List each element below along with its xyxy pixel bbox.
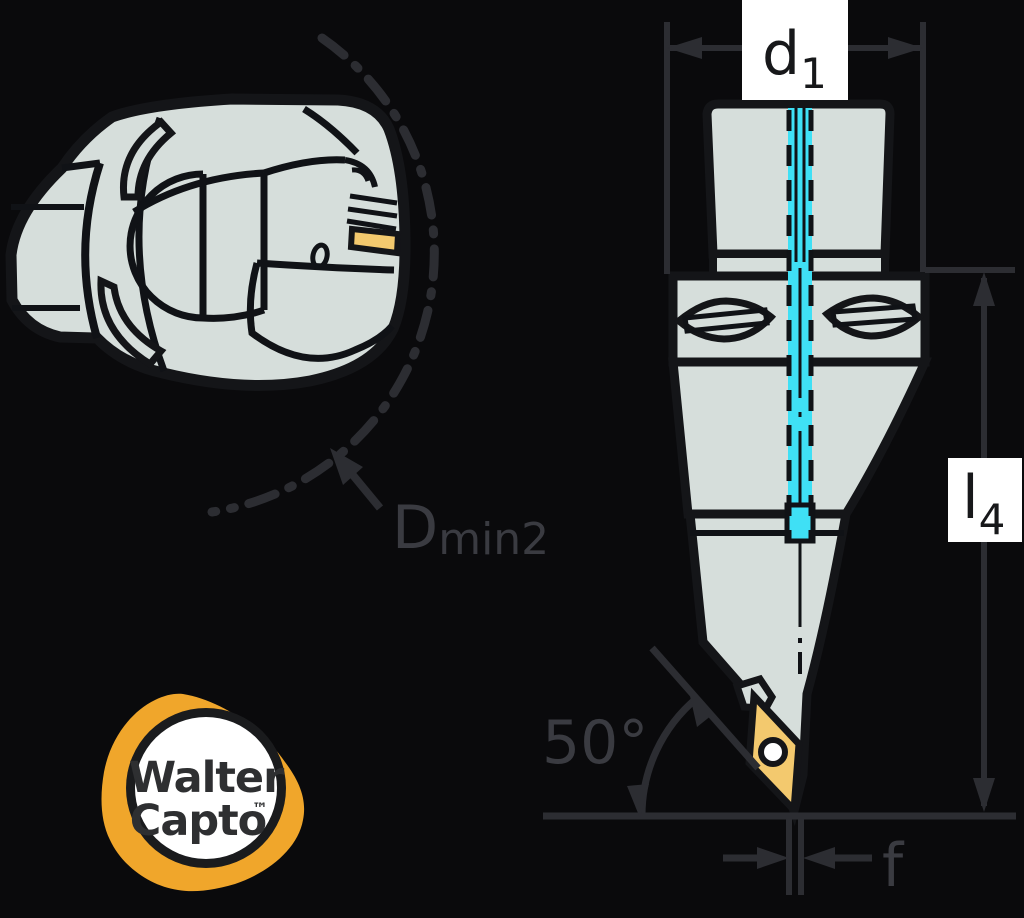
dimension-d1: d1 [664,0,926,274]
dmin2-arc [207,33,439,517]
coupling-boundary [81,161,104,340]
cutting-insert-iso [347,225,402,257]
angle-label: 50° [542,708,648,778]
seat-line-2 [347,206,398,219]
front-view-tool [668,99,932,827]
logo-trademark: ™ [252,799,268,818]
arrow-down-icon [973,778,995,812]
arrow-right-icon [888,37,923,59]
arrow-up-left-icon [330,448,363,485]
iso-slot-lower [97,275,167,369]
walter-capto-logo: Walter Capto ™ [101,693,305,892]
dome-arc [126,170,204,322]
l4-label: l4 [962,463,1005,544]
d1-label: d1 [762,19,827,98]
insert-screw-hole [758,737,788,767]
dimension-l4: l4 [925,267,1022,812]
flange-slot-right-inner [830,303,918,328]
dimension-angle-50: 50° [542,645,761,818]
pocket-curl-inner [351,167,371,182]
seat-line-3 [346,218,397,232]
iso-slot-upper [119,117,177,201]
head-edge-line [302,106,360,156]
logo-line2: Capto [130,796,266,846]
dimension-f: f [723,818,905,901]
iso-view-tool [5,93,411,391]
l4-label-box [948,458,1022,542]
seat-line-1 [349,193,398,206]
dome-top-edge [132,169,265,215]
flange-slot-left-inner [682,307,770,334]
arrow-up-left-icon [690,696,712,727]
d1-label-box [742,0,848,100]
f-label: f [882,831,905,901]
dimension-dmin2: Dmin2 [207,33,549,565]
arrow-left-icon [667,37,702,59]
pocket-lower-edge [256,259,395,274]
dmin2-label: Dmin2 [392,493,549,565]
pocket-top-edge [262,156,346,177]
logo-disc [135,717,277,859]
tool-head [685,509,852,827]
lower-block-edge [246,262,395,362]
arrow-down-icon [627,784,649,818]
coupling-step-line [61,159,101,172]
arrow-left-icon [803,847,835,869]
dome-bottom-edge [202,306,266,322]
logo-line1: Walter [129,753,285,803]
arrow-up-icon [973,272,995,306]
pocket-curl [344,157,378,188]
arrow-right-icon [757,847,789,869]
clamp-screw-hole [310,242,330,270]
dmin2-leader [348,471,384,511]
